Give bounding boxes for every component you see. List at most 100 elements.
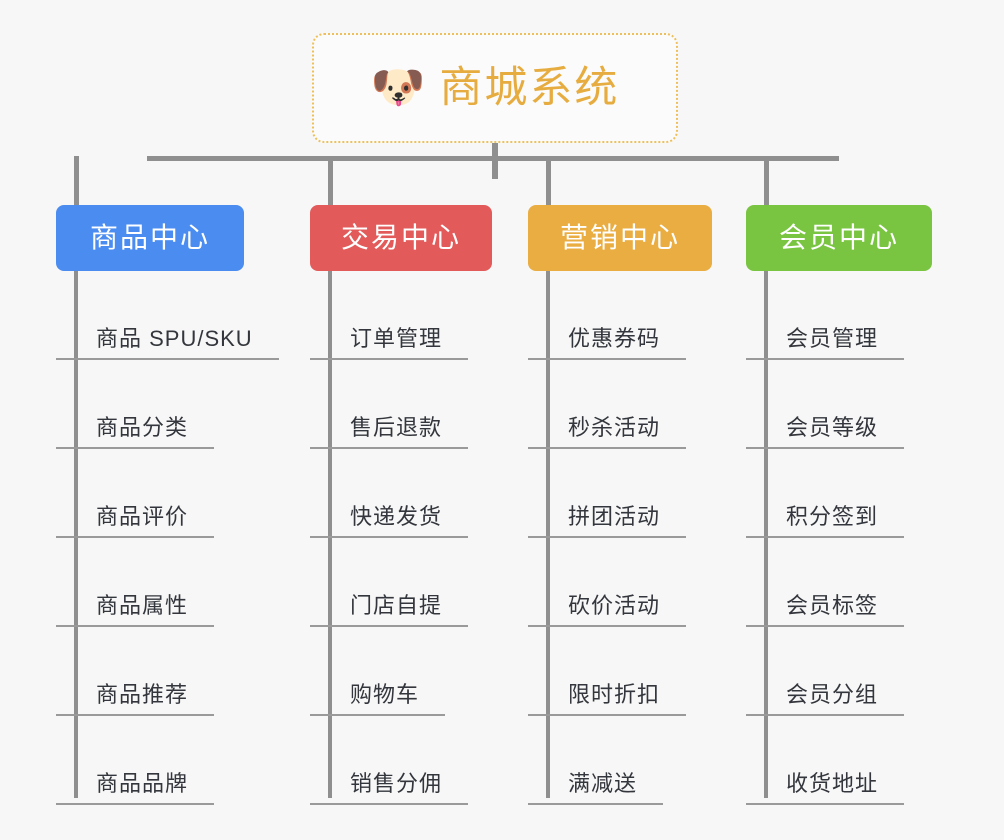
leaf-item-underline: 会员管理 <box>746 326 905 360</box>
leaf-item-label: 会员分组 <box>786 682 879 707</box>
leaf-item[interactable]: 订单管理 <box>310 271 469 360</box>
leaf-item-label: 秒杀活动 <box>568 415 661 440</box>
leaf-item-underline: 商品推荐 <box>56 682 215 716</box>
leaf-item[interactable]: 优惠券码 <box>528 271 687 360</box>
leaf-item-label: 售后退款 <box>350 415 443 440</box>
leaf-item-underline: 积分签到 <box>746 504 905 538</box>
leaf-item-underline: 商品 SPU/SKU <box>56 328 279 360</box>
spine-connector-product-center <box>74 271 78 798</box>
leaf-list-member-center: 会员管理会员等级积分签到会员标签会员分组收货地址 <box>746 271 905 805</box>
leaf-item[interactable]: 商品属性 <box>56 538 279 627</box>
leaf-item-underline: 商品分类 <box>56 415 215 449</box>
leaf-item[interactable]: 会员标签 <box>746 538 905 627</box>
category-box-product-center[interactable]: 商品中心 <box>56 205 244 271</box>
drop-connector-marketing-center <box>546 156 551 208</box>
category-box-trade-center[interactable]: 交易中心 <box>310 205 492 271</box>
leaf-list-trade-center: 订单管理售后退款快递发货门店自提购物车销售分佣 <box>310 271 469 805</box>
dog-face-icon: 🐶 <box>370 63 426 112</box>
leaf-item[interactable]: 门店自提 <box>310 538 469 627</box>
leaf-item-label: 积分签到 <box>786 504 879 529</box>
leaf-item-label: 购物车 <box>350 682 420 707</box>
leaf-item[interactable]: 满减送 <box>528 716 686 805</box>
leaf-item[interactable]: 商品 SPU/SKU <box>56 271 279 360</box>
leaf-item-underline: 满减送 <box>528 771 664 805</box>
category-label: 交易中心 <box>340 222 461 253</box>
leaf-item-underline: 商品评价 <box>56 504 215 538</box>
leaf-item[interactable]: 销售分佣 <box>310 716 469 805</box>
leaf-list-marketing-center: 优惠券码秒杀活动拼团活动砍价活动限时折扣满减送 <box>528 271 687 805</box>
root-node-shop-system[interactable]: 🐶 商城系统 <box>312 33 678 143</box>
category-box-member-center[interactable]: 会员中心 <box>746 205 932 271</box>
drop-connector-trade-center <box>328 156 333 208</box>
leaf-item-underline: 收货地址 <box>746 771 905 805</box>
leaf-item-underline: 砍价活动 <box>528 593 687 627</box>
leaf-item-label: 商品 SPU/SKU <box>96 326 253 351</box>
leaf-item[interactable]: 会员等级 <box>746 360 905 449</box>
leaf-item-label: 商品评价 <box>96 504 189 529</box>
leaf-item-underline: 优惠券码 <box>528 326 687 360</box>
leaf-item[interactable]: 砍价活动 <box>528 538 687 627</box>
leaf-item-label: 商品品牌 <box>96 771 189 796</box>
column-trade-center: 交易中心订单管理售后退款快递发货门店自提购物车销售分佣 <box>310 205 492 805</box>
leaf-item-underline: 销售分佣 <box>310 771 469 805</box>
leaf-item-label: 会员标签 <box>786 593 879 618</box>
leaf-item-underline: 订单管理 <box>310 326 469 360</box>
leaf-item[interactable]: 商品品牌 <box>56 716 279 805</box>
leaf-item-underline: 购物车 <box>310 682 446 716</box>
leaf-item[interactable]: 购物车 <box>310 627 468 716</box>
leaf-item[interactable]: 会员管理 <box>746 271 905 360</box>
leaf-item-underline: 商品品牌 <box>56 771 215 805</box>
leaf-item-underline: 会员分组 <box>746 682 905 716</box>
leaf-item-label: 快递发货 <box>350 504 443 529</box>
leaf-item[interactable]: 收货地址 <box>746 716 905 805</box>
spine-connector-member-center <box>764 271 768 798</box>
leaf-item-underline: 限时折扣 <box>528 682 687 716</box>
leaf-item-label: 优惠券码 <box>568 326 661 351</box>
category-label: 商品中心 <box>89 222 210 253</box>
leaf-item-underline: 会员标签 <box>746 593 905 627</box>
leaf-item[interactable]: 商品推荐 <box>56 627 279 716</box>
leaf-item-underline: 快递发货 <box>310 504 469 538</box>
leaf-item-label: 商品属性 <box>96 593 189 618</box>
horizontal-bus-connector <box>147 156 839 161</box>
leaf-item-underline: 门店自提 <box>310 593 469 627</box>
spine-connector-trade-center <box>328 271 332 798</box>
leaf-item-label: 门店自提 <box>350 593 443 618</box>
leaf-item-label: 限时折扣 <box>568 682 661 707</box>
leaf-item[interactable]: 积分签到 <box>746 449 905 538</box>
spine-connector-marketing-center <box>546 271 550 798</box>
leaf-item-underline: 拼团活动 <box>528 504 687 538</box>
leaf-item-label: 商品分类 <box>96 415 189 440</box>
trunk-connector <box>492 143 498 179</box>
leaf-item[interactable]: 商品评价 <box>56 449 279 538</box>
leaf-item[interactable]: 拼团活动 <box>528 449 687 538</box>
column-product-center: 商品中心商品 SPU/SKU 商品分类商品评价商品属性商品推荐商品品牌 <box>56 205 279 805</box>
leaf-item-underline: 会员等级 <box>746 415 905 449</box>
leaf-item-label: 砍价活动 <box>568 593 661 618</box>
leaf-item[interactable]: 秒杀活动 <box>528 360 687 449</box>
leaf-item-label: 满减送 <box>568 771 638 796</box>
leaf-item[interactable]: 售后退款 <box>310 360 469 449</box>
root-node-title: 商城系统 <box>439 63 620 112</box>
leaf-item-label: 会员管理 <box>786 326 879 351</box>
leaf-item-label: 商品推荐 <box>96 682 189 707</box>
leaf-list-product-center: 商品 SPU/SKU 商品分类商品评价商品属性商品推荐商品品牌 <box>56 271 279 805</box>
leaf-item[interactable]: 快递发货 <box>310 449 469 538</box>
leaf-item[interactable]: 商品分类 <box>56 360 279 449</box>
leaf-item-label: 收货地址 <box>786 771 879 796</box>
leaf-item[interactable]: 限时折扣 <box>528 627 687 716</box>
leaf-item-label: 订单管理 <box>350 326 443 351</box>
drop-connector-member-center <box>764 156 769 208</box>
leaf-item-label: 拼团活动 <box>568 504 661 529</box>
column-member-center: 会员中心会员管理会员等级积分签到会员标签会员分组收货地址 <box>746 205 932 805</box>
category-label: 营销中心 <box>559 222 680 253</box>
leaf-item-underline: 秒杀活动 <box>528 415 687 449</box>
leaf-item-underline: 售后退款 <box>310 415 469 449</box>
leaf-item-label: 会员等级 <box>786 415 879 440</box>
leaf-item-underline: 商品属性 <box>56 593 215 627</box>
leaf-item[interactable]: 会员分组 <box>746 627 905 716</box>
leaf-item-label: 销售分佣 <box>350 771 443 796</box>
category-box-marketing-center[interactable]: 营销中心 <box>528 205 712 271</box>
column-marketing-center: 营销中心优惠券码秒杀活动拼团活动砍价活动限时折扣满减送 <box>528 205 712 805</box>
